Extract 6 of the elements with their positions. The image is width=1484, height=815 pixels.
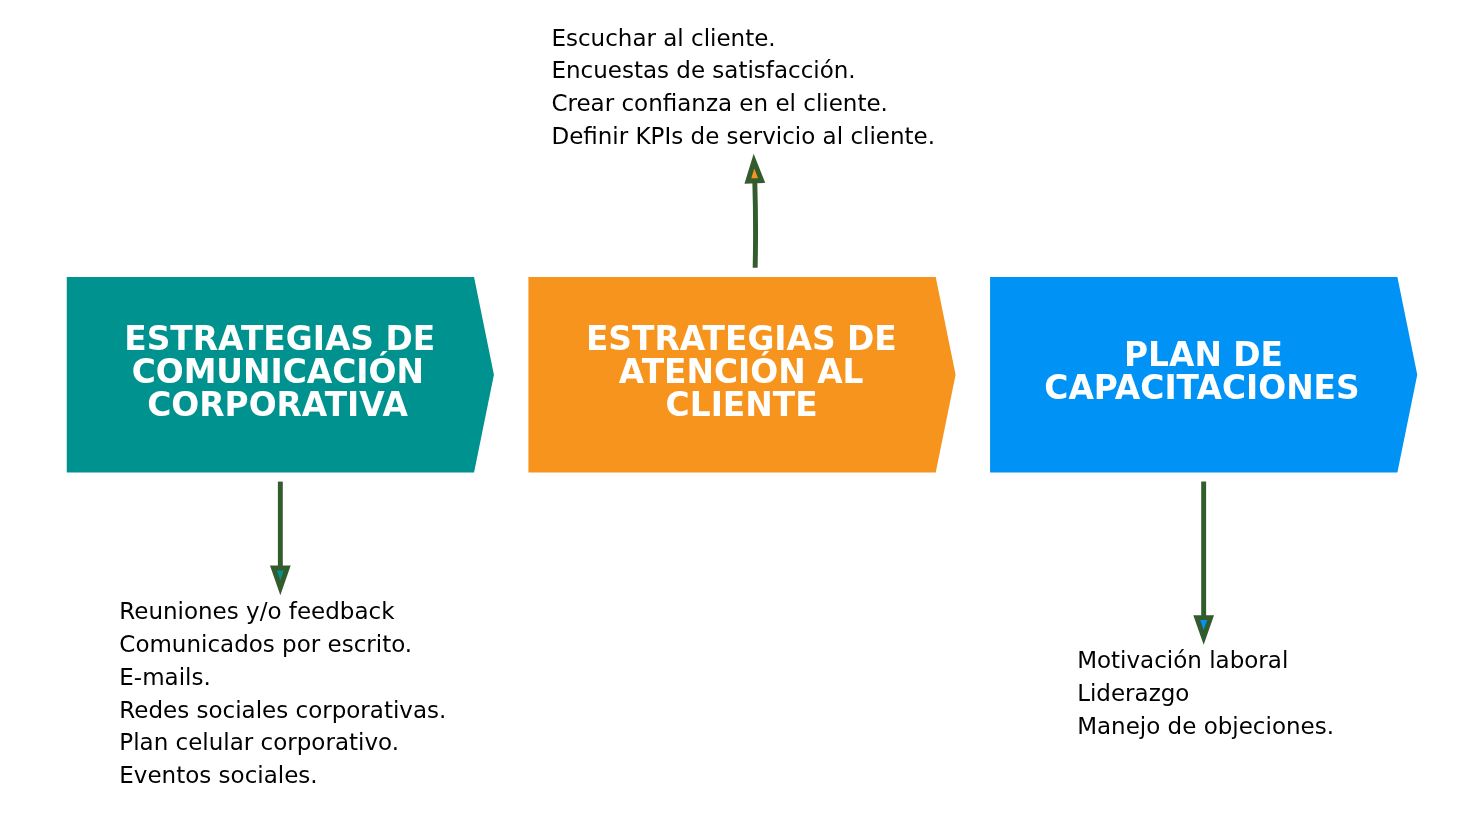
arrow: [269, 481, 291, 596]
node-text: Motivación laboral Liderazgo Manejo de objeciones.: [1077, 647, 1334, 739]
arrow: [1193, 481, 1215, 645]
arrow: [744, 153, 766, 268]
node-text: Escuchar al cliente. Encuestas de satisfacción. Crear confianza en el cliente. Definir KPIs de servicio al cliente.: [551, 24, 936, 150]
node-text: Reuniones y/o feedback Comunicados por escrito. E-mails. Redes sociales corporativas. Plan celular corporativo. Eventos sociales.: [119, 597, 447, 789]
